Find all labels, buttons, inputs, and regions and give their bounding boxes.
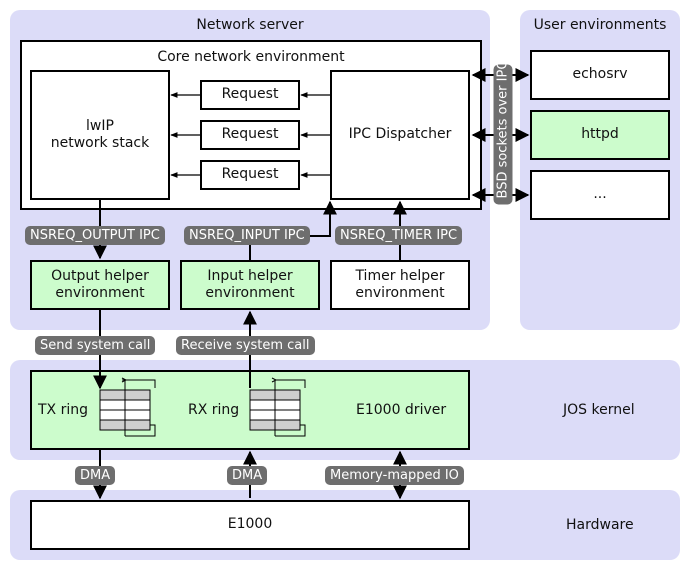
echosrv-box: echosrv: [530, 50, 670, 100]
httpd-label: httpd: [581, 126, 619, 143]
e1000-device-label: E1000: [227, 516, 273, 533]
request-box-1: Request: [200, 80, 300, 110]
jos-kernel-title: JOS kernel: [563, 402, 635, 418]
lwip-label: lwIP: [86, 117, 114, 134]
nsreq-output-tag: NSREQ_OUTPUT IPC: [25, 226, 165, 245]
ipc-dispatcher-label: IPC Dispatcher: [348, 126, 452, 143]
request-label-3: Request: [221, 166, 279, 183]
hardware-title: Hardware: [566, 517, 634, 533]
request-box-2: Request: [200, 120, 300, 150]
more-envs-box: ...: [530, 170, 670, 220]
timer-helper-box: Timer helper environment: [330, 260, 470, 310]
e1000-driver-label: E1000 driver: [356, 402, 447, 418]
output-helper-box: Output helper environment: [30, 260, 170, 310]
lwip-stack-box: lwIP network stack: [30, 70, 170, 200]
dma-tx-tag: DMA: [75, 466, 116, 485]
bsd-sockets-tag: BSD sockets over IPC: [493, 61, 513, 205]
send-syscall-tag: Send system call: [35, 336, 156, 355]
request-label-2: Request: [221, 126, 279, 143]
httpd-box: httpd: [530, 110, 670, 160]
network-stack-label: network stack: [50, 135, 150, 151]
nsreq-input-tag: NSREQ_INPUT IPC: [184, 226, 310, 245]
user-environments-title: User environments: [533, 17, 667, 33]
timer-helper-line1: Timer helper: [355, 267, 445, 284]
ipc-dispatcher-box: IPC Dispatcher: [330, 70, 470, 200]
input-helper-line1: Input helper: [207, 267, 293, 284]
dma-rx-tag: DMA: [227, 466, 268, 485]
nsreq-timer-tag: NSREQ_TIMER IPC: [335, 226, 463, 245]
mmio-tag: Memory-mapped IO: [325, 466, 464, 485]
more-envs-label: ...: [593, 186, 607, 203]
input-helper-box: Input helper environment: [180, 260, 320, 310]
output-helper-line2: environment: [55, 285, 145, 301]
tx-ring-label: TX ring: [38, 402, 88, 418]
echosrv-label: echosrv: [572, 66, 628, 83]
rx-ring-label: RX ring: [188, 402, 240, 418]
core-network-title: Core network environment: [157, 49, 345, 65]
output-helper-line1: Output helper: [51, 267, 149, 284]
receive-syscall-tag: Receive system call: [176, 336, 315, 355]
request-box-3: Request: [200, 160, 300, 190]
request-label-1: Request: [221, 86, 279, 103]
network-server-title: Network server: [196, 17, 304, 33]
input-helper-line2: environment: [205, 285, 295, 301]
e1000-device-box: E1000: [30, 500, 470, 550]
timer-helper-line2: environment: [355, 285, 445, 301]
